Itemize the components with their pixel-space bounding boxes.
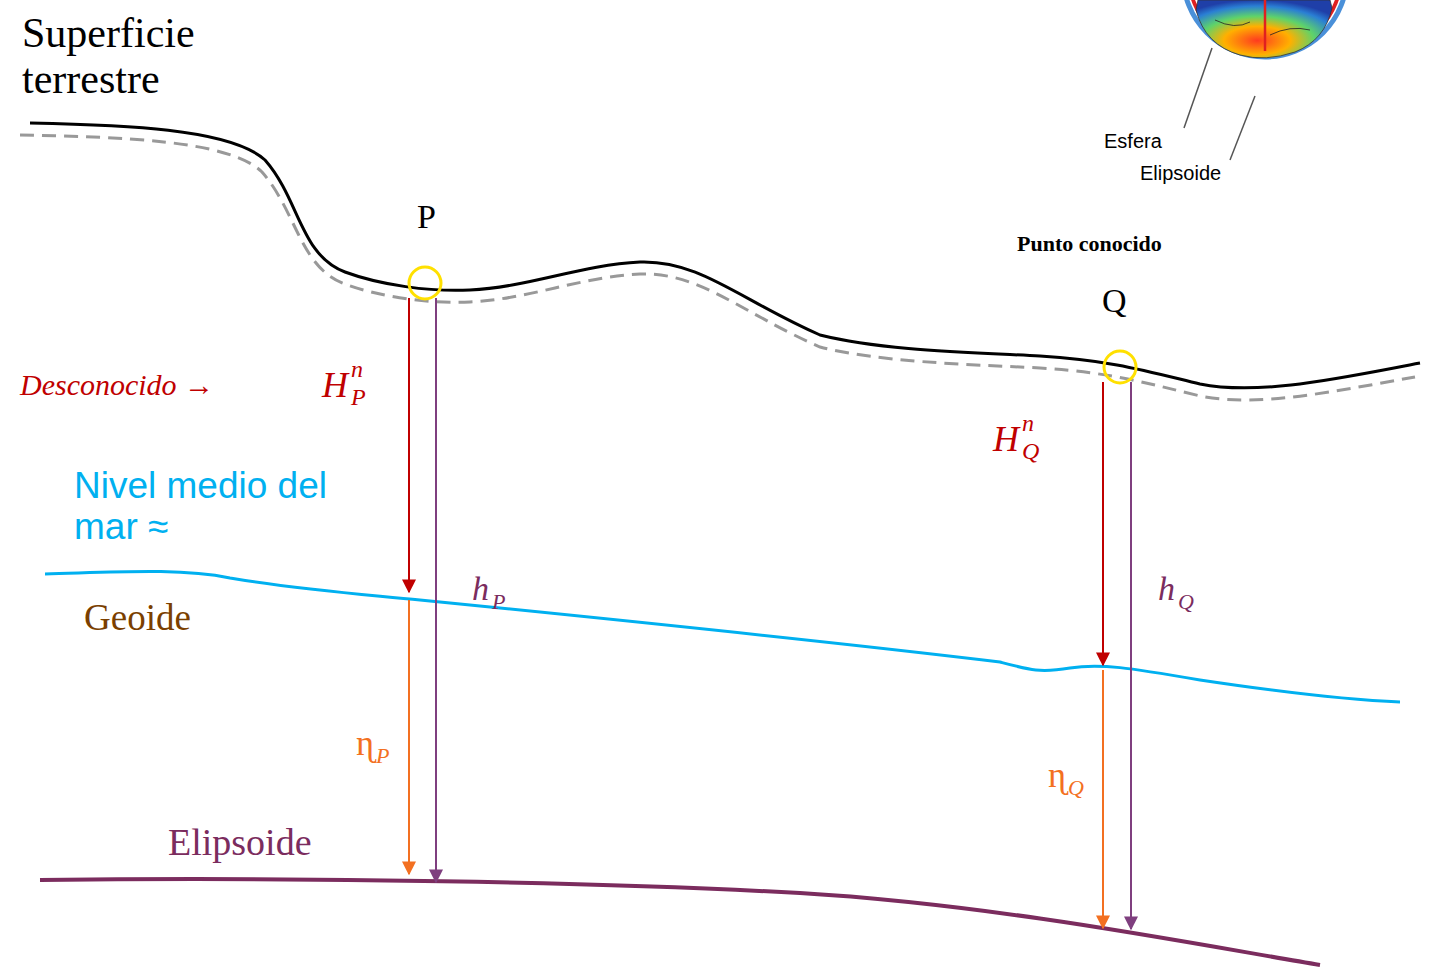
ellipsoid-inset-label: Elipsoide	[1140, 162, 1221, 184]
point-name: Q	[1102, 282, 1127, 319]
height-symbol: h	[472, 570, 489, 607]
sea-level-label: Nivel medio del mar ≈	[74, 466, 329, 547]
surface-label: Superficie terrestre	[22, 10, 222, 102]
height-symbol: h	[1158, 570, 1175, 607]
known-point-label: Punto conocido	[1017, 232, 1162, 256]
undulation-subscript: Q	[1068, 776, 1084, 800]
undulation-symbol: ɳ	[1048, 756, 1066, 796]
height-symbol: H	[993, 420, 1019, 460]
globe-inset	[1183, 0, 1347, 58]
undulation-symbol: ɳ	[356, 724, 374, 764]
height-subscript: P	[351, 384, 366, 410]
height-superscript: n	[1022, 410, 1034, 436]
height-subscript: Q	[1022, 438, 1039, 464]
height-superscript: n	[351, 356, 363, 382]
geoid-label: Geoide	[84, 598, 191, 639]
height-subscript: Q	[1178, 590, 1194, 614]
ellipsoid-label: Elipsoide	[168, 822, 312, 864]
sphere-label: Esfera	[1104, 130, 1162, 152]
height-subscript: P	[492, 590, 505, 614]
undulation-subscript: P	[376, 744, 389, 768]
point-name: P	[417, 198, 436, 235]
unknown-label: Desconocido →	[20, 368, 214, 401]
height-symbol: H	[322, 366, 348, 406]
